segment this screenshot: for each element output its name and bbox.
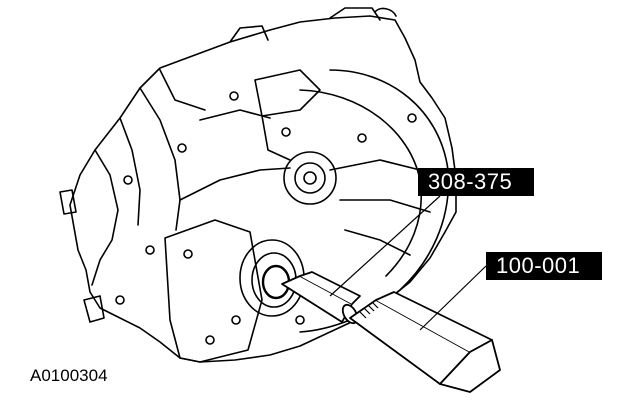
seal-installer-tool bbox=[281, 271, 361, 325]
leader-100-001 bbox=[419, 265, 487, 331]
figure-id: A0100304 bbox=[30, 366, 108, 385]
output-shaft-boss bbox=[283, 151, 337, 205]
callout-100-001: 100-001 bbox=[486, 252, 602, 280]
callout-308-375: 308-375 bbox=[418, 168, 534, 196]
end-cover bbox=[164, 219, 263, 363]
handle-tool bbox=[349, 291, 501, 393]
leader-308-375 bbox=[329, 195, 441, 297]
